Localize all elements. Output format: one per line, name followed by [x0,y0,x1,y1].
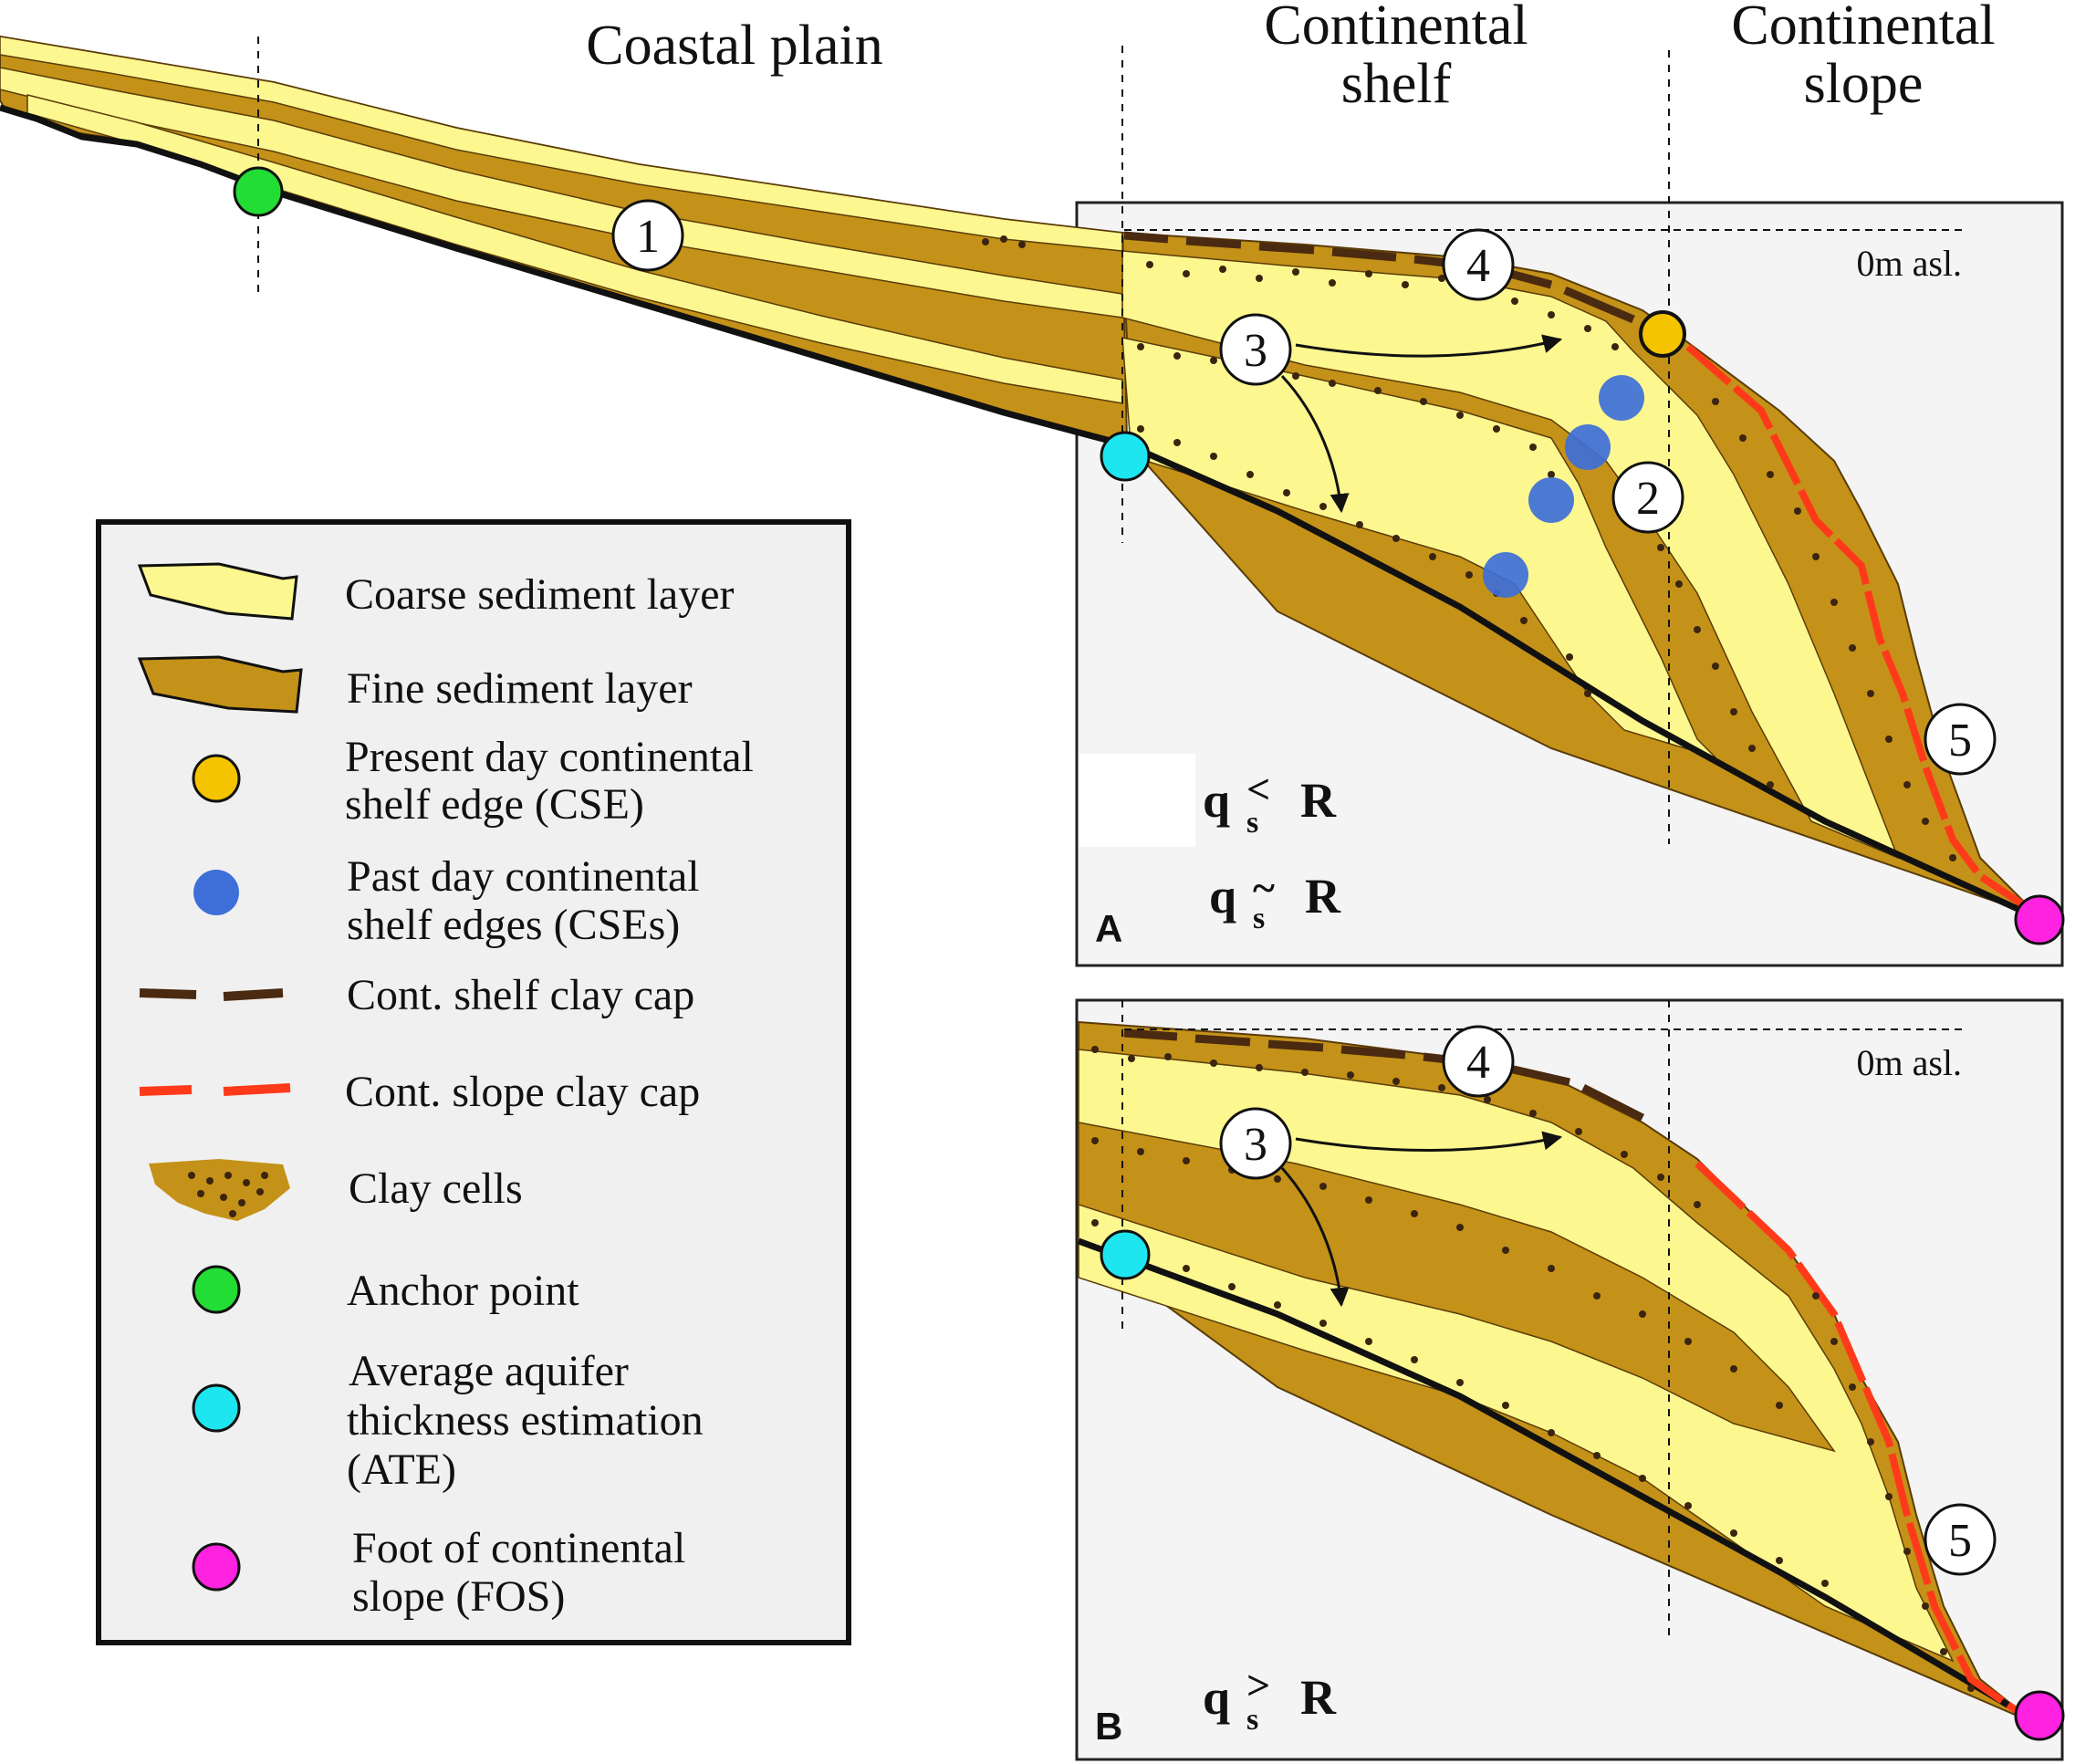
legend-label-cse-1: Present day continental [345,733,754,781]
legend-ate-swatch [192,1383,241,1433]
panel-b-section [1077,1020,2029,1722]
zone-slope-line2: slope [1804,53,1924,115]
panel-a-label-patch [1079,754,1195,847]
number-3-b: 3 [1244,1119,1267,1171]
legend-anchor-swatch [192,1265,241,1314]
coastal-plain-wedge [0,35,1129,449]
legend-label-slope-cap: Cont. slope clay cap [345,1068,700,1116]
legend-label-coarse: Coarse sediment layer [345,570,735,619]
legend-label-fine: Fine sediment layer [347,664,693,713]
legend-label-shelf-cap: Cont. shelf clay cap [347,971,694,1019]
panel-a-section [982,231,2029,916]
number-5-a: 5 [1948,715,1972,767]
legend-label-ate-1: Average aquifer [349,1347,629,1395]
fos-marker-b [2014,1690,2065,1741]
svg-text:<: < [1246,766,1270,812]
legend-label-clay-cells: Clay cells [349,1164,523,1213]
svg-text:R: R [1305,869,1341,924]
svg-text:s: s [1246,1703,1258,1737]
panel-b-letter: B [1095,1705,1122,1748]
ate-marker-a [1100,431,1151,482]
legend-shelf-cap-swatch [139,988,284,1001]
panel-a-relation-1: q s < R [1203,766,1337,840]
cse-present-marker [1639,310,1686,358]
number-4-a: 4 [1466,240,1490,292]
flow-arrows [1280,334,1563,1308]
legend-cse-swatch [192,754,241,803]
legend-slope-cap-swatch [139,1083,291,1096]
zone-coastal-plain: Coastal plain [586,15,882,77]
cse-past-markers [1483,375,1644,598]
legend-swatches [137,562,303,1592]
legend-fine-swatch [137,655,303,714]
panel-a-relation-2: q s ~ R [1209,864,1341,935]
sea-level-label-a: 0m asl. [1856,243,1962,284]
zone-shelf-line1: Continental [1264,0,1528,57]
legend-cses-swatch [193,870,239,915]
legend-label-anchor: Anchor point [347,1267,579,1315]
panel-b-relation: q s > R [1203,1662,1337,1737]
legend-clay-cells-swatch [149,1159,290,1221]
legend-label-cse-2: shelf edge (CSE) [345,780,644,829]
legend-box [96,519,851,1645]
zone-shelf-line2: shelf [1341,53,1452,115]
svg-text:R: R [1300,1670,1337,1725]
number-circles [611,199,1997,1576]
legend-label-ate-3: (ATE) [347,1446,456,1494]
ate-marker-b [1100,1229,1151,1280]
svg-text:s: s [1246,806,1258,840]
svg-text:q: q [1203,773,1230,828]
sea-level-label-b: 0m asl. [1856,1042,1962,1083]
fos-marker-a [2014,894,2065,945]
panel-a-letter: A [1095,907,1122,950]
number-1: 1 [636,211,660,263]
number-3-a: 3 [1244,325,1267,377]
legend-coarse-swatch [137,562,298,621]
legend-fos-swatch [192,1542,241,1592]
svg-text:s: s [1253,902,1265,935]
number-5-b: 5 [1948,1515,1972,1567]
legend-label-ate-2: thickness estimation [347,1396,704,1445]
number-2: 2 [1636,473,1660,525]
anchor-point-marker [233,166,284,217]
legend-label-cses-1: Past day continental [347,852,700,901]
legend-label-cses-2: shelf edges (CSEs) [347,901,680,949]
legend-label-fos-2: slope (FOS) [352,1572,565,1621]
svg-text:q: q [1209,869,1236,924]
svg-text:R: R [1300,773,1337,828]
svg-text:~: ~ [1253,864,1275,911]
number-4-b: 4 [1466,1037,1490,1089]
zone-slope-line1: Continental [1731,0,1995,57]
svg-text:q: q [1203,1670,1230,1725]
legend-label-fos-1: Foot of continental [352,1524,685,1572]
svg-text:>: > [1246,1662,1270,1708]
